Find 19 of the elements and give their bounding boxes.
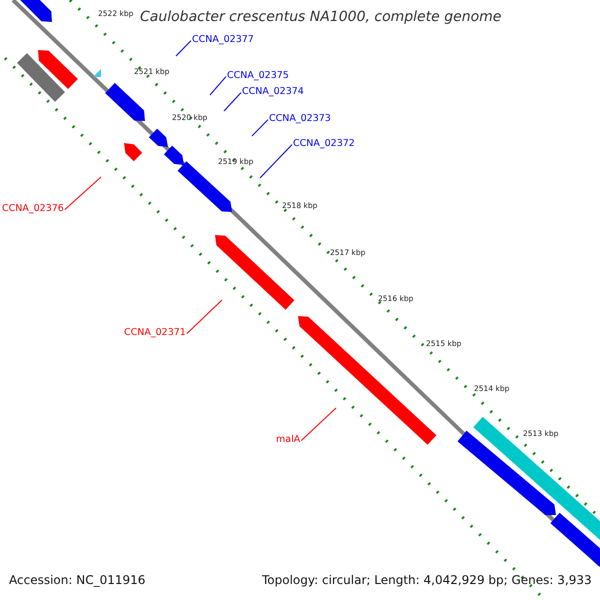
leader-line [64, 176, 102, 210]
leader-line [260, 144, 292, 178]
gene-label: CCNA_02374 [242, 86, 304, 97]
gene-label: CCNA_02376 [2, 203, 64, 214]
leader-line [176, 40, 192, 56]
gene-label: malA [276, 434, 300, 445]
leader-line [300, 408, 336, 442]
gene-label: CCNA_02372 [293, 138, 355, 149]
gene-label: CCNA_02371 [124, 327, 186, 338]
gene-label: CCNA_02375 [227, 70, 289, 81]
footer-text: Accession: NC_011916 [9, 573, 146, 587]
title: Caulobacter crescentus NA1000, complete genome [140, 9, 502, 25]
gene-label: CCNA_02373 [269, 113, 331, 124]
leader-line [186, 300, 222, 334]
footer-text: Topology: circular; Length: 4,042,929 bp; Genes: 3,933 [262, 573, 592, 587]
leader-line [252, 119, 268, 136]
leader-line [210, 76, 226, 96]
gene-label: CCNA_02377 [192, 34, 254, 45]
leader-line [224, 92, 242, 112]
